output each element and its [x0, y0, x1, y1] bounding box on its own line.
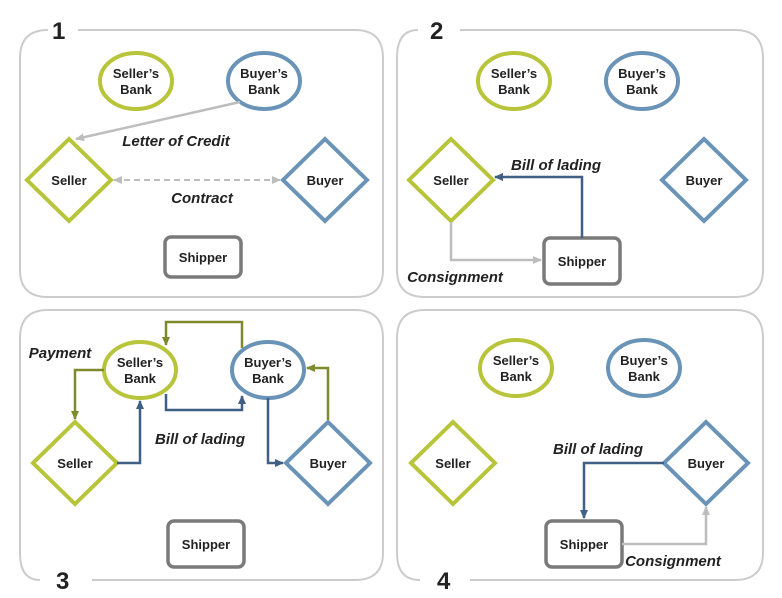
letter-of-credit-label: Letter of Credit — [122, 133, 231, 150]
sellers-bank-label-line2: Bank — [498, 82, 531, 97]
seller-node — [408, 419, 498, 507]
sellers-bank-label-line1: Seller’s — [113, 66, 159, 81]
panel-3-frame — [19, 309, 384, 581]
payment-arrow — [71, 368, 104, 420]
buyer-label: Buyer — [307, 173, 344, 188]
shipper-node — [163, 235, 243, 279]
panel-4-number: 4 — [437, 568, 451, 595]
sellers-bank-node — [98, 51, 174, 111]
buyers-bank-label-line1: Buyer’s — [618, 66, 666, 81]
consignment-label: Consignment — [407, 269, 504, 286]
payment-label: Payment — [29, 345, 93, 362]
buyers-bank-label-line2: Bank — [628, 369, 661, 384]
panel-4-frame — [396, 309, 764, 581]
sellers-bank-label-line2: Bank — [124, 371, 157, 386]
seller-to-bank-arrow — [117, 400, 144, 465]
shipper-label: Shipper — [560, 537, 608, 552]
buyers-bank-node — [230, 340, 306, 400]
consignment-arrow — [449, 222, 542, 264]
sellers-bank-label-line2: Bank — [500, 369, 533, 384]
shipper-label: Shipper — [182, 537, 230, 552]
sellers-bank-label-line1: Seller’s — [117, 355, 163, 370]
shipper-node — [166, 519, 246, 569]
seller-node — [24, 136, 114, 224]
buyers-bank-label-line2: Bank — [252, 371, 285, 386]
bill-of-lading-arrow — [494, 173, 584, 238]
sellers-bank-node — [478, 338, 554, 398]
buyer-node — [659, 136, 749, 224]
seller-label: Seller — [435, 456, 470, 471]
buyers-bank-label-line2: Bank — [248, 82, 281, 97]
buyers-bank-node — [226, 51, 302, 111]
panel-2: 2 Seller’s Bank Buyer’s Bank Seller Buye… — [396, 18, 764, 298]
buyers-bank-label-line1: Buyer’s — [620, 353, 668, 368]
buyer-label: Buyer — [686, 173, 723, 188]
buyers-bank-label-line1: Buyer’s — [244, 355, 292, 370]
sellers-bank-label-line2: Bank — [120, 82, 153, 97]
buyers-bank-label-line1: Buyer’s — [240, 66, 288, 81]
buyers-bank-node — [606, 338, 682, 398]
bill-of-lading-arrow — [580, 461, 664, 519]
seller-node — [30, 419, 120, 507]
panel-3: 3 Seller’s Bank Buyer’s Bank Seller Buye… — [19, 309, 384, 595]
panel-1-number: 1 — [52, 18, 65, 45]
shipper-label: Shipper — [558, 254, 606, 269]
panel-1-frame — [19, 29, 384, 298]
buyer-label: Buyer — [310, 456, 347, 471]
panel-1: 1 Seller’s Bank Buyer’s Bank Letter of C… — [19, 18, 384, 298]
buyer-node — [283, 419, 373, 507]
sellers-bank-label-line1: Seller’s — [493, 353, 539, 368]
shipper-label: Shipper — [179, 250, 227, 265]
bill-of-lading-label: Bill of lading — [511, 157, 601, 174]
seller-label: Seller — [51, 173, 86, 188]
panel-4: 4 Seller’s Bank Buyer’s Bank Seller Buye… — [396, 309, 764, 595]
sellers-bank-node — [102, 340, 178, 400]
panel-2-number: 2 — [430, 18, 443, 45]
letter-of-credit-arrow — [75, 100, 241, 142]
bill-of-lading-label: Bill of lading — [155, 431, 245, 448]
documents-transfer-arrow — [164, 394, 246, 412]
buyer-to-bank-arrow — [306, 364, 330, 420]
funds-transfer-arrow — [162, 320, 244, 348]
consignment-label: Consignment — [625, 553, 722, 570]
contract-label: Contract — [171, 190, 234, 207]
buyer-label: Buyer — [688, 456, 725, 471]
panel-3-number: 3 — [56, 568, 69, 595]
consignment-arrow — [622, 506, 710, 546]
buyers-bank-label-line2: Bank — [626, 82, 659, 97]
seller-label: Seller — [57, 456, 92, 471]
bill-of-lading-label: Bill of lading — [553, 441, 643, 458]
sellers-bank-node — [476, 51, 552, 111]
seller-label: Seller — [433, 173, 468, 188]
buyer-node — [280, 136, 370, 224]
panel-2-frame — [396, 29, 764, 298]
sellers-bank-label-line1: Seller’s — [491, 66, 537, 81]
seller-node — [406, 136, 496, 224]
buyers-bank-node — [604, 51, 680, 111]
bank-to-buyer-arrow — [266, 398, 284, 467]
buyer-node — [661, 419, 751, 507]
